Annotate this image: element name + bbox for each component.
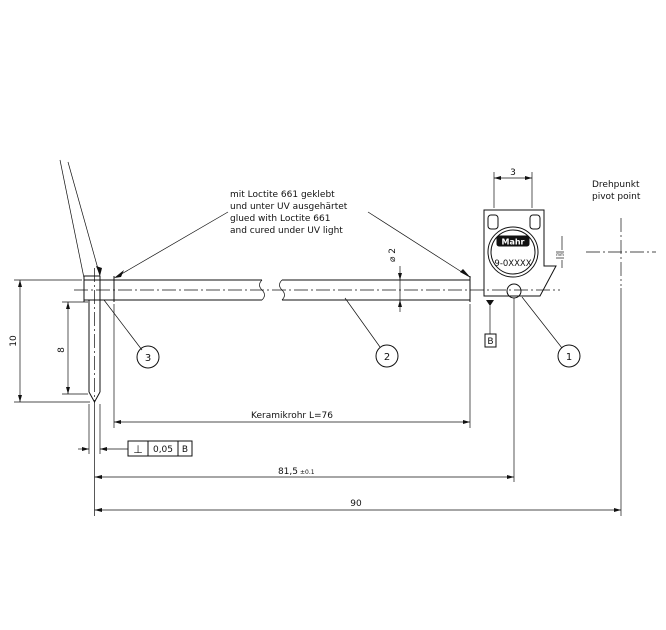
- pivot-label-en: pivot point: [592, 192, 641, 202]
- dim-3-label: 3: [510, 168, 516, 178]
- tolerance-symbol: ⊥: [133, 443, 143, 456]
- dim-90: 90: [94, 288, 622, 516]
- tolerance-frame: ⊥ 0,05 B: [78, 404, 193, 457]
- adhesive-line-1: mit Loctite 661 geklebt: [230, 190, 335, 200]
- balloon-1: 1: [521, 296, 581, 368]
- dim-10-label: 10: [9, 335, 19, 347]
- dim-3: 3: [493, 168, 533, 208]
- adhesive-line-2: und unter UV ausgehärtet: [230, 202, 348, 212]
- balloon-3: 3: [103, 299, 160, 369]
- ceramic-tube: [74, 276, 560, 302]
- datum-b-label: B: [487, 337, 493, 347]
- pivot-label-de: Drehpunkt: [592, 180, 640, 190]
- dim-81-5-tolerance: ±0.1: [300, 469, 315, 476]
- dim-81-5: 81,5 ±0.1: [94, 298, 515, 516]
- dim-10: 10: [9, 279, 90, 403]
- adhesive-note: mit Loctite 661 geklebt und unter UV aus…: [114, 190, 471, 278]
- tolerance-value: 0,05: [153, 445, 173, 455]
- adhesive-line-4: and cured under UV light: [230, 226, 343, 236]
- holder: Mahr 9-0XXXX mm: [483, 209, 564, 334]
- holder-small-dim: mm: [556, 252, 564, 257]
- datum-b-box: B: [484, 333, 497, 348]
- pivot-point: Drehpunkt pivot point: [586, 180, 656, 286]
- tolerance-datum: B: [182, 445, 188, 455]
- balloon-2: 2: [344, 297, 399, 368]
- dim-8-label: 8: [57, 347, 67, 353]
- dim-ceramic-tube: Keramikrohr L=76: [113, 304, 471, 428]
- dim-90-label: 90: [350, 499, 362, 509]
- dim-diameter: ⌀ 2: [388, 248, 402, 312]
- balloon-3-label: 3: [145, 353, 151, 364]
- dim-ceramic-tube-label: Keramikrohr L=76: [251, 411, 333, 421]
- dim-8: 8: [57, 301, 88, 395]
- adhesive-line-3: glued with Loctite 661: [230, 214, 330, 224]
- top-left-leaders: [59, 159, 102, 279]
- holder-part-number: 9-0XXXX: [494, 259, 531, 269]
- tip-pin: [83, 268, 101, 410]
- balloon-1-label: 1: [566, 352, 572, 363]
- dim-81-5-label: 81,5: [278, 467, 298, 477]
- balloon-2-label: 2: [384, 352, 390, 363]
- dim-diameter-label: ⌀ 2: [388, 248, 398, 262]
- holder-logo: Mahr: [502, 238, 525, 247]
